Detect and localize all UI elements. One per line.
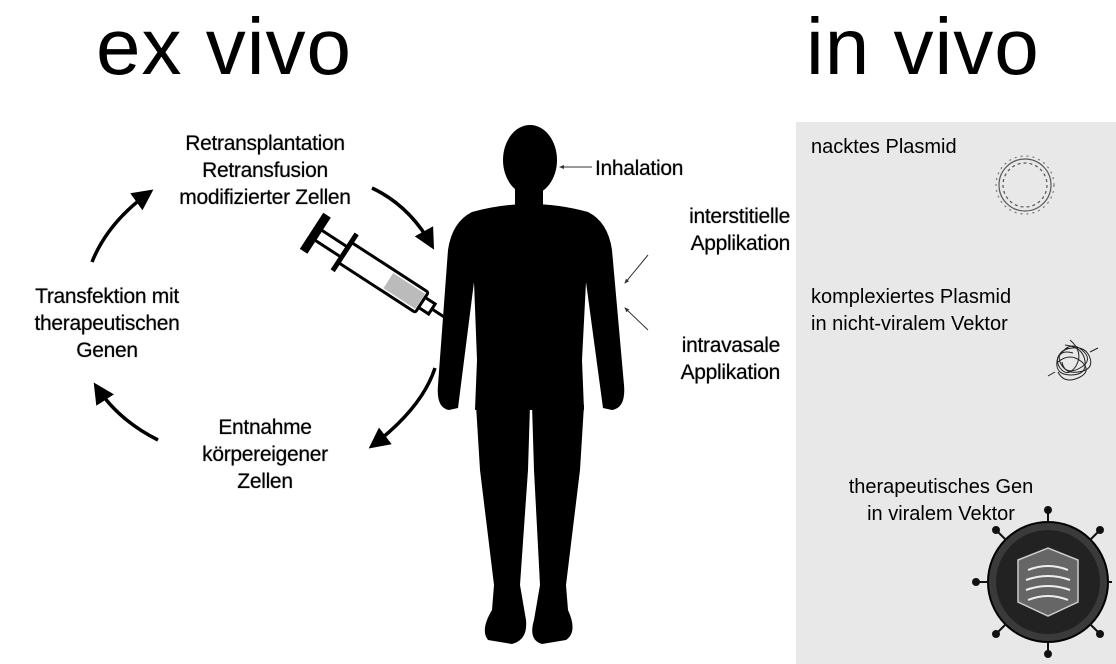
cycle-arrow [96,386,158,440]
viral-vector-icon [973,507,1112,657]
pointer-line [625,255,648,283]
human-silhouette [438,125,625,644]
plasmid-icon [996,156,1054,214]
pointer-line [625,308,648,330]
syringe-icon [301,213,463,339]
cycle-arrow [372,368,435,446]
nonviral-vector-icon [1048,340,1098,380]
cycle-arrow [92,192,150,262]
cycle-arrow [372,188,432,246]
